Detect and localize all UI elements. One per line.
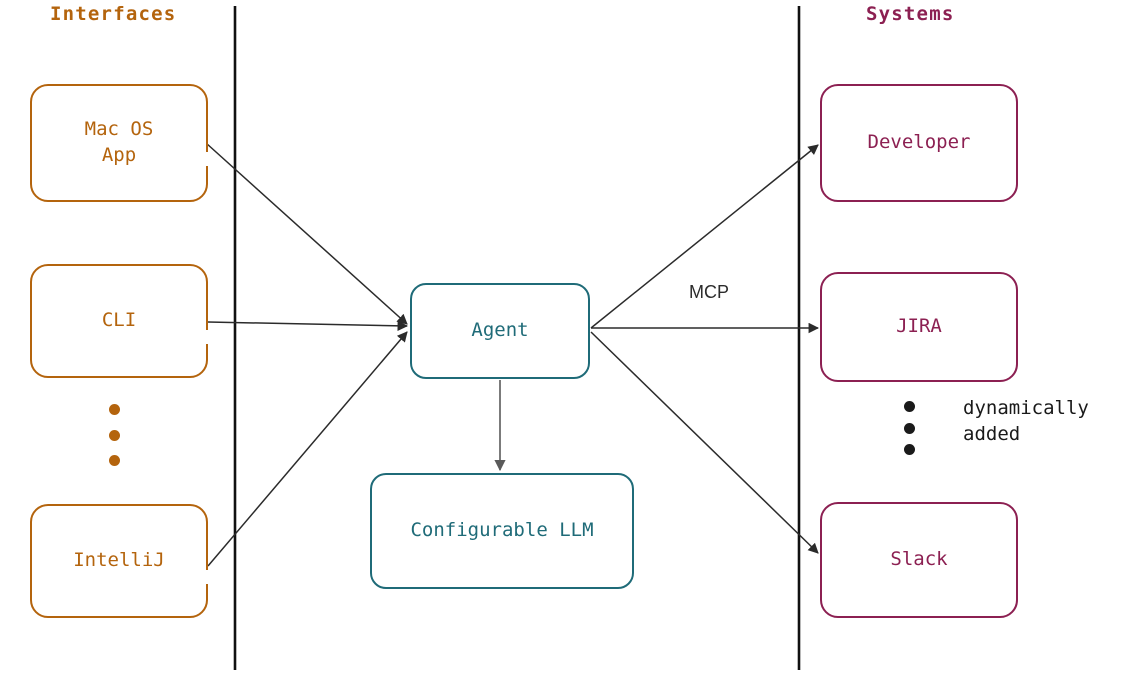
- annotation-dynamically-added: dynamically added: [963, 397, 1089, 445]
- node-intellij[interactable]: IntelliJ: [30, 504, 209, 618]
- ellipsis-dots-interfaces: [108, 404, 120, 466]
- edge-agent-to-developer: [590, 144, 819, 329]
- dot-icon: [903, 444, 915, 455]
- node-jira[interactable]: JIRA: [820, 272, 1018, 382]
- dot-icon: [108, 429, 120, 441]
- node-developer[interactable]: Developer: [820, 84, 1018, 202]
- ellipsis-dots-systems: [903, 401, 915, 455]
- edge-macos-to-agent: [205, 142, 408, 325]
- node-slack[interactable]: Slack: [820, 502, 1018, 618]
- node-agent[interactable]: Agent: [410, 283, 590, 379]
- column-title-systems: Systems: [866, 3, 955, 25]
- edge-intellij-to-agent: [207, 331, 408, 567]
- dot-icon: [108, 455, 120, 466]
- node-mac-os-app[interactable]: Mac OS App: [30, 84, 209, 202]
- edge-label-mcp: MCP: [689, 282, 729, 302]
- node-cli[interactable]: CLI: [30, 264, 209, 378]
- dot-icon: [903, 401, 915, 412]
- dot-icon: [903, 422, 915, 434]
- column-title-interfaces: Interfaces: [50, 3, 177, 25]
- edge-cli-to-agent: [207, 320, 409, 332]
- dot-icon: [108, 404, 120, 415]
- node-configurable-llm[interactable]: Configurable LLM: [370, 473, 634, 589]
- edge-agent-to-slack: [590, 331, 819, 554]
